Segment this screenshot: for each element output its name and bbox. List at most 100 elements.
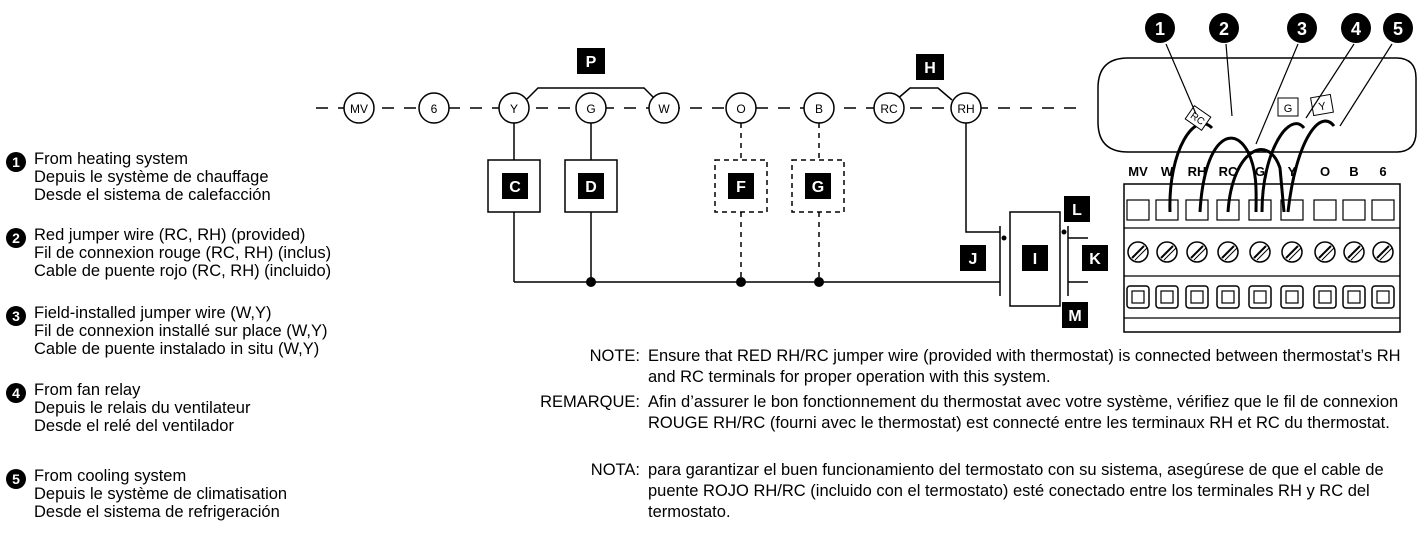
svg-text:5: 5	[1393, 19, 1403, 39]
note-text: para garantizar el buen funcionamiento d…	[648, 461, 1384, 521]
terminal-b: B	[803, 92, 835, 124]
screw-slot	[1376, 245, 1390, 259]
thermostat-housing	[1097, 57, 1417, 153]
label-d: D	[585, 179, 597, 196]
screw-slot	[1318, 245, 1332, 259]
screw-slot	[1379, 247, 1393, 261]
block-label-w: W	[1161, 164, 1174, 179]
note-text: Afin d’assurer le bon fonctionnement du …	[648, 393, 1399, 432]
callout-2: 2	[1209, 13, 1239, 43]
label-box-m	[1062, 302, 1088, 328]
screw-slot	[1288, 247, 1302, 261]
terminal-rc: RC	[873, 92, 905, 124]
block-label-6: 6	[1379, 164, 1386, 179]
block-label-y: Y	[1288, 164, 1297, 179]
terminal-socket-inner	[1318, 290, 1332, 304]
legend-line: From cooling system	[34, 467, 187, 485]
legend-line: From heating system	[34, 150, 189, 168]
legend-line: Cable de puente instalado in situ (W,Y)	[34, 340, 320, 358]
svg-text:1: 1	[1155, 19, 1165, 39]
terminal-socket-inner	[1285, 290, 1299, 304]
wire-tag-y: Y	[1310, 93, 1334, 117]
svg-text:4: 4	[1351, 19, 1361, 39]
screw-slot	[1160, 245, 1174, 259]
label-m: M	[1068, 308, 1081, 325]
schematic-dashed-wires	[740, 123, 820, 282]
terminal-socket-inner	[1347, 290, 1361, 304]
terminal-clamp	[1185, 199, 1209, 221]
label-g: G	[812, 179, 824, 196]
callout-leaders	[1165, 43, 1393, 145]
terminal-socket-inner	[1376, 290, 1390, 304]
label-k: K	[1089, 251, 1101, 268]
screw-slot	[1285, 245, 1299, 259]
screw-slot	[1347, 245, 1361, 259]
screw-slot	[1253, 245, 1267, 259]
block-label-rc: RC	[1219, 164, 1238, 179]
legend-line: Field-installed jumper wire (W,Y)	[34, 304, 272, 322]
terminal-socket-inner	[1160, 290, 1174, 304]
screw-slot	[1163, 247, 1177, 261]
block-label-rh: RH	[1188, 164, 1207, 179]
block-label-o: O	[1320, 164, 1330, 179]
callout-badge: 1	[6, 152, 26, 172]
terminal-w: W	[648, 92, 680, 124]
legend-line: Fil de connexion installé sur place (W,Y…	[34, 322, 328, 340]
note-label: NOTE:	[589, 347, 640, 365]
screw-slot	[1193, 247, 1207, 261]
callout-3: 3	[1287, 13, 1317, 43]
terminal-clamp	[1155, 199, 1179, 221]
screw-slot	[1350, 247, 1364, 261]
wire-tag-g: G	[1277, 97, 1299, 117]
label-p: P	[586, 54, 597, 71]
svg-text:G: G	[586, 102, 595, 116]
block-label-g: G	[1255, 164, 1265, 179]
component-box-g	[791, 159, 845, 213]
label-box-d	[578, 173, 604, 199]
terminal-clamp	[1371, 199, 1395, 221]
terminal-clamp	[1342, 199, 1366, 221]
svg-text:MV: MV	[350, 102, 368, 116]
note-label: NOTA:	[590, 461, 640, 479]
callout-5: 5	[1383, 13, 1413, 43]
label-f: F	[736, 179, 746, 196]
label-c: C	[509, 179, 521, 196]
terminal-socket-inner	[1253, 290, 1267, 304]
label-box-j	[960, 245, 986, 271]
label-box-k	[1082, 245, 1108, 271]
legend-line: Fil de connexion rouge (RC, RH) (inclus)	[34, 244, 332, 262]
junction-dots	[586, 277, 824, 287]
terminal-socket-inner	[1131, 290, 1145, 304]
label-box-f	[728, 173, 754, 199]
wire-tag-rc: RC	[1184, 105, 1212, 131]
screw-slot	[1256, 247, 1270, 261]
label-box-l	[1064, 196, 1090, 222]
svg-text:Y: Y	[510, 102, 518, 116]
terminal-rows	[1126, 199, 1395, 309]
label-l: L	[1072, 202, 1082, 219]
callout-4: 4	[1341, 13, 1371, 43]
terminal-clamp	[1280, 199, 1304, 221]
screw-slot	[1224, 247, 1238, 261]
callout-1: 1	[1145, 13, 1175, 43]
label-i: I	[1033, 251, 1037, 268]
svg-text:RH: RH	[957, 102, 974, 116]
terminal-mv: MV	[343, 92, 375, 124]
label-box-p	[577, 48, 605, 74]
legend-line: Depuis le système de chauffage	[34, 168, 269, 186]
terminal-clamp	[1126, 199, 1150, 221]
terminal-socket-inner	[1221, 290, 1235, 304]
svg-text:O: O	[736, 102, 745, 116]
callout-badge: 5	[6, 469, 26, 489]
label-box-g	[805, 173, 831, 199]
svg-text:B: B	[815, 102, 823, 116]
svg-text:G: G	[1284, 103, 1293, 115]
screw-slot	[1221, 245, 1235, 259]
terminal-socket-inner	[1190, 290, 1204, 304]
terminal-o: O	[725, 92, 757, 124]
callout-badge: 2	[6, 228, 26, 248]
svg-text:W: W	[658, 102, 670, 116]
terminal-6: 6	[418, 92, 450, 124]
svg-text:RC: RC	[880, 102, 898, 116]
wiring-diagram: P H MV 6 Y G W O B RC RH	[316, 13, 1417, 333]
